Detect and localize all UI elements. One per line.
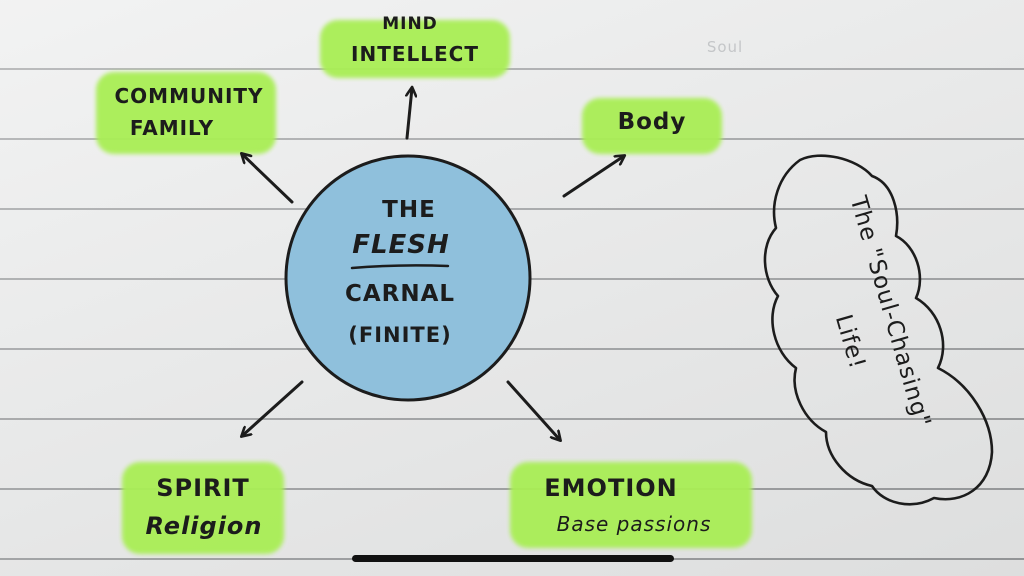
spirit-highlight	[122, 462, 284, 554]
center-line-carnal: CARNAL	[344, 281, 456, 307]
center-line-finite: (FINITE)	[348, 323, 452, 347]
arrow-to-community	[242, 154, 294, 204]
community-label: COMMUNITY	[114, 84, 264, 108]
mind-label: MIND	[382, 14, 438, 34]
family-label: FAMILY	[129, 116, 215, 140]
spirit-label: SPIRIT	[156, 474, 250, 502]
body-label: Body	[617, 109, 687, 135]
body-highlight	[582, 98, 722, 154]
arrow-to-emotion	[506, 380, 560, 440]
intellect-label: INTELLECT	[351, 42, 479, 66]
emotion-label: EMOTION	[544, 474, 678, 502]
arrow-to-body	[562, 156, 624, 198]
community-highlight	[96, 72, 276, 154]
arrow-to-mind	[407, 88, 412, 140]
flesh-circle	[284, 154, 532, 402]
center-line-the: THE	[382, 197, 436, 223]
soul-cloud	[763, 154, 994, 506]
flesh-underline	[350, 264, 450, 270]
home-indicator[interactable]	[352, 555, 674, 562]
emotion-highlight	[510, 462, 752, 548]
arrow-to-spirit	[242, 380, 304, 436]
religion-label: Religion	[145, 512, 263, 540]
faint-soul-note: Soul	[706, 38, 744, 56]
mind-highlight	[320, 20, 510, 78]
center-line-flesh: FLESH	[352, 230, 450, 260]
base-passions-label: Base passions	[556, 512, 712, 536]
